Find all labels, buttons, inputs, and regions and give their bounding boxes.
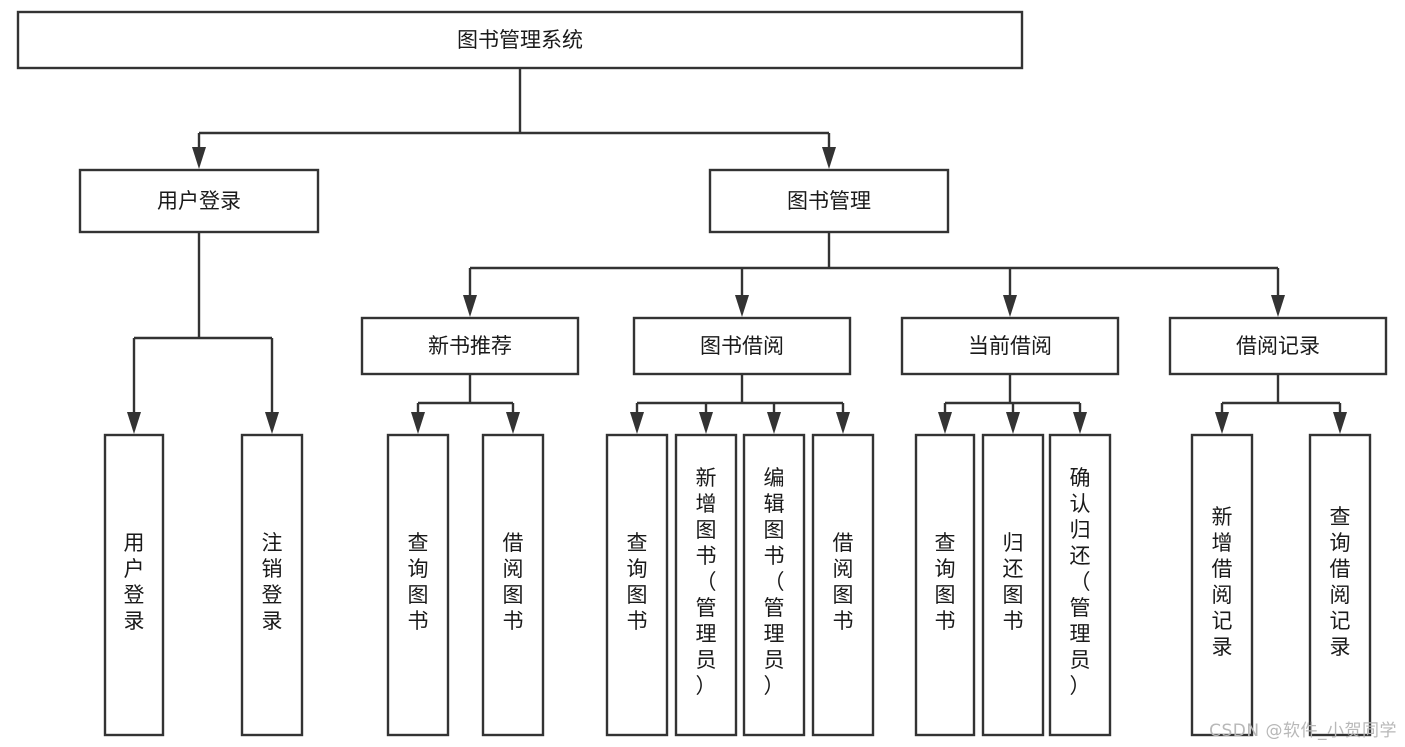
node-leaf-add-book-label: 新增图书（管理员） — [696, 466, 717, 698]
node-leaf-logout-label: 注销登录 — [262, 531, 283, 633]
node-root-图书管理系统-label: 图书管理系统 — [457, 28, 583, 52]
node-leaf-query-book-2[interactable]: 查询图书 — [605, 433, 669, 737]
book-borrow-children-arrow-3 — [836, 412, 850, 434]
node-borrow-record-box[interactable] — [1168, 316, 1388, 376]
book-borrow-children-arrow-2 — [767, 412, 781, 434]
node-layer: 图书管理系统用户登录图书管理新书推荐图书借阅当前借阅借阅记录用户登录注销登录查询… — [16, 10, 1388, 737]
node-book-borrow-box[interactable] — [632, 316, 852, 376]
node-leaf-return-book-label: 归还图书 — [1003, 531, 1024, 633]
node-leaf-return-book-box[interactable] — [981, 433, 1045, 737]
book-borrow-children-arrow-1 — [699, 412, 713, 434]
node-leaf-query-book-3[interactable]: 查询图书 — [914, 433, 976, 737]
node-leaf-add-book[interactable]: 新增图书（管理员） — [674, 433, 738, 737]
node-book-borrow-label: 图书借阅 — [700, 334, 784, 358]
node-leaf-query-record[interactable]: 查询借阅记录 — [1308, 433, 1372, 737]
node-borrow-record-label: 借阅记录 — [1236, 334, 1320, 358]
node-leaf-query-book-1-box[interactable] — [386, 433, 450, 737]
node-current-borrow-label: 当前借阅 — [968, 334, 1052, 358]
node-leaf-query-book-3-label: 查询图书 — [935, 531, 956, 633]
user-login-children-arrow-1 — [265, 412, 279, 434]
node-leaf-borrow-book-1-box[interactable] — [481, 433, 545, 737]
node-user-login-label: 用户登录 — [157, 189, 241, 213]
node-leaf-edit-book-box[interactable] — [742, 433, 806, 737]
node-leaf-user-login-box[interactable] — [103, 433, 165, 737]
node-root-图书管理系统-box[interactable] — [16, 10, 1024, 70]
current-borrow-children-arrow-1 — [1006, 412, 1020, 434]
node-leaf-return-book[interactable]: 归还图书 — [981, 433, 1045, 737]
node-leaf-user-login-label: 用户登录 — [124, 531, 145, 633]
book-management-children-arrow-2 — [1003, 295, 1017, 317]
book-management-children-arrow-1 — [735, 295, 749, 317]
book-management-children-arrow-3 — [1271, 295, 1285, 317]
node-current-borrow[interactable]: 当前借阅 — [900, 316, 1120, 376]
node-leaf-borrow-book-2[interactable]: 借阅图书 — [811, 433, 875, 737]
current-borrow-children-arrow-0 — [938, 412, 952, 434]
node-book-management-label: 图书管理 — [787, 189, 871, 213]
book-borrow-children-arrow-0 — [630, 412, 644, 434]
book-management-children-arrow-0 — [463, 295, 477, 317]
node-leaf-add-record-box[interactable] — [1190, 433, 1254, 737]
node-leaf-logout[interactable]: 注销登录 — [240, 433, 304, 737]
node-new-book-recommend[interactable]: 新书推荐 — [360, 316, 580, 376]
node-user-login[interactable]: 用户登录 — [78, 168, 320, 234]
node-leaf-add-book-box[interactable] — [674, 433, 738, 737]
node-book-management[interactable]: 图书管理 — [708, 168, 950, 234]
borrow-record-children-arrow-1 — [1333, 412, 1347, 434]
node-leaf-query-book-3-box[interactable] — [914, 433, 976, 737]
root-to-level2-arrow-1 — [822, 147, 836, 169]
node-root-图书管理系统[interactable]: 图书管理系统 — [16, 10, 1024, 70]
node-book-borrow[interactable]: 图书借阅 — [632, 316, 852, 376]
node-leaf-edit-book-label: 编辑图书（管理员） — [764, 466, 785, 698]
connector-layer — [127, 68, 1347, 434]
node-leaf-borrow-book-1-label: 借阅图书 — [503, 531, 524, 633]
new-book-recommend-children-arrow-0 — [411, 412, 425, 434]
node-current-borrow-box[interactable] — [900, 316, 1120, 376]
node-leaf-edit-book[interactable]: 编辑图书（管理员） — [742, 433, 806, 737]
user-login-children-arrow-0 — [127, 412, 141, 434]
node-leaf-query-book-1-label: 查询图书 — [408, 531, 429, 633]
borrow-record-children-arrow-0 — [1215, 412, 1229, 434]
node-new-book-recommend-box[interactable] — [360, 316, 580, 376]
node-leaf-query-record-label: 查询借阅记录 — [1330, 505, 1351, 659]
node-book-management-box[interactable] — [708, 168, 950, 234]
root-to-level2-arrow-0 — [192, 147, 206, 169]
node-leaf-query-book-2-label: 查询图书 — [627, 531, 648, 633]
node-leaf-borrow-book-1[interactable]: 借阅图书 — [481, 433, 545, 737]
node-leaf-confirm-return-label: 确认归还（管理员） — [1070, 466, 1091, 698]
node-leaf-add-record-label: 新增借阅记录 — [1212, 505, 1233, 659]
node-leaf-query-book-1[interactable]: 查询图书 — [386, 433, 450, 737]
node-leaf-query-book-2-box[interactable] — [605, 433, 669, 737]
node-leaf-logout-box[interactable] — [240, 433, 304, 737]
node-leaf-confirm-return[interactable]: 确认归还（管理员） — [1048, 433, 1112, 737]
node-leaf-add-record[interactable]: 新增借阅记录 — [1190, 433, 1254, 737]
node-leaf-borrow-book-2-label: 借阅图书 — [833, 531, 854, 633]
current-borrow-children-arrow-2 — [1073, 412, 1087, 434]
node-new-book-recommend-label: 新书推荐 — [428, 334, 512, 358]
new-book-recommend-children-arrow-1 — [506, 412, 520, 434]
node-borrow-record[interactable]: 借阅记录 — [1168, 316, 1388, 376]
node-leaf-borrow-book-2-box[interactable] — [811, 433, 875, 737]
node-leaf-query-record-box[interactable] — [1308, 433, 1372, 737]
node-leaf-confirm-return-box[interactable] — [1048, 433, 1112, 737]
node-leaf-user-login[interactable]: 用户登录 — [103, 433, 165, 737]
node-user-login-box[interactable] — [78, 168, 320, 234]
